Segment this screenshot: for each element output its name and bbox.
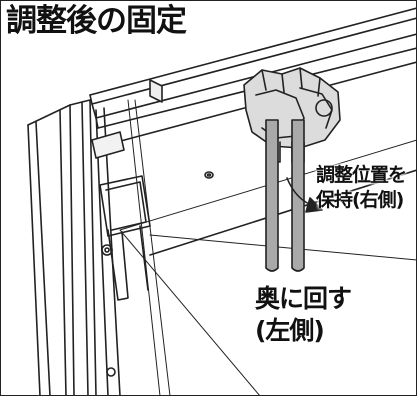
hold-callout-line1: 調整位置を bbox=[316, 164, 407, 186]
figure-title: 調整後の固定 bbox=[6, 3, 187, 39]
direction-callout-line2: (左側) bbox=[255, 316, 325, 345]
screw-icon bbox=[101, 244, 116, 377]
direction-callout-line1: 奥に回す bbox=[255, 284, 352, 313]
rotation-arrow-icon bbox=[286, 177, 323, 213]
hold-callout-line2: 保持(右側) bbox=[316, 189, 404, 211]
panel-hole bbox=[204, 171, 214, 179]
panel-edge bbox=[149, 169, 417, 256]
